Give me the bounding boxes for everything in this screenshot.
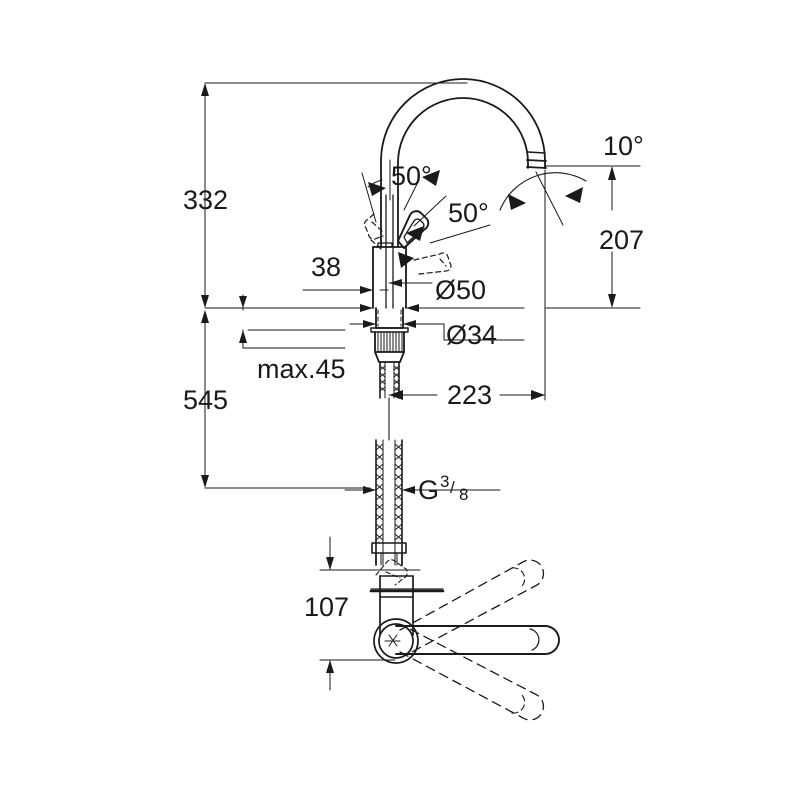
hidden-shank-dashed [377,309,402,327]
dim-label-d34: Ø34 [446,320,497,350]
dim-38 [302,269,389,301]
spout-arc [380,78,547,248]
thread-letter: G [418,475,439,505]
dim-332 [201,82,468,309]
dim-max45 [239,294,346,349]
angle-label-50-right: 50° [448,198,489,228]
thread-numerator: 3 [440,472,449,491]
dim-label-max45: max.45 [257,354,346,384]
dim-223 [388,169,546,401]
handle-lever-dashed-down [399,628,545,721]
dim-g38 [344,486,501,494]
faucet-mounting-base [370,307,409,566]
faucet-handle-lever [363,210,452,275]
dim-label-223: 223 [447,380,492,410]
thread-label-g38: G 3 / 8 [418,472,468,505]
dim-d50 [347,279,525,312]
dim-label-545: 545 [183,385,228,415]
angle-label-50-left: 50° [391,161,432,191]
dim-label-332: 332 [183,185,228,215]
dim-label-d50: Ø50 [435,275,486,305]
dim-label-207: 207 [599,225,644,255]
thread-slash: / [450,478,455,497]
dim-label-38: 38 [311,252,341,282]
faucet-body-column [372,194,407,309]
dim-50deg-left [361,159,440,223]
handle-lever-solid [384,625,560,655]
dim-d34 [349,320,525,341]
dim-label-107: 107 [304,592,349,622]
dim-107 [319,536,421,691]
handle-pivot [373,618,419,664]
angle-label-10: 10° [603,131,644,161]
handle-lever-dashed-up [399,559,545,654]
thread-denominator: 8 [459,485,468,504]
dim-207 [545,165,641,309]
dim-545 [201,310,371,489]
dim-50deg-right [398,195,491,268]
dim-10deg [499,169,587,231]
